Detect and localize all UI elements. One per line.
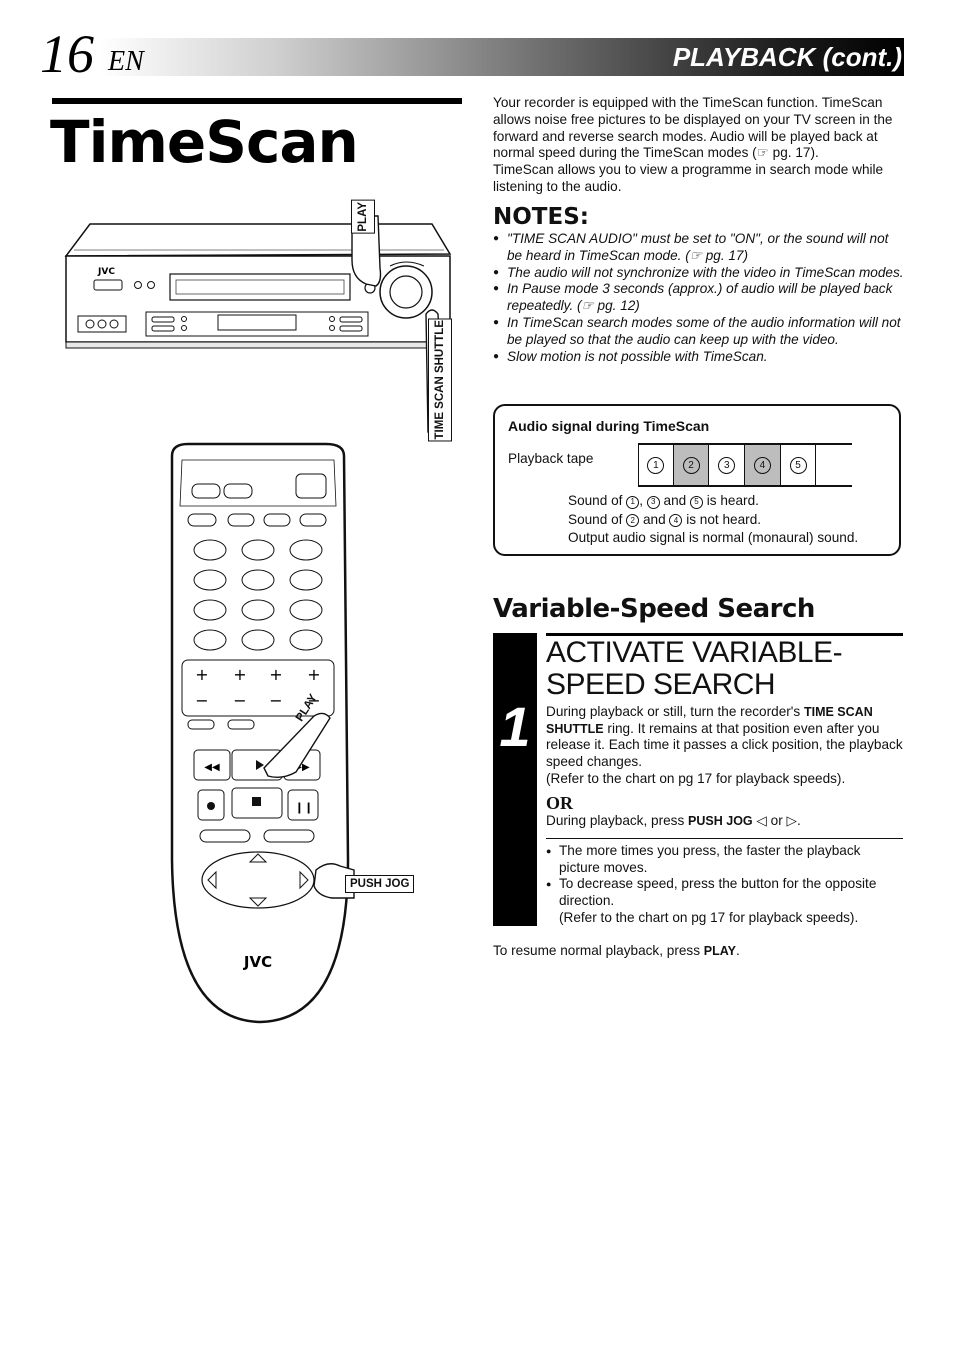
remote-illustration: + + + + − − − − ❙❙ ◀◀ ▶▶ JVC — [170, 442, 355, 1024]
rewind-button — [193, 749, 231, 781]
play-tag: PLAY — [351, 200, 375, 234]
tape-segment: 5 — [781, 445, 817, 485]
section-heading: Variable-Speed Search — [493, 594, 815, 624]
step-rule — [546, 633, 903, 636]
svg-text:+: + — [195, 665, 208, 684]
section-label: PLAYBACK (cont.) — [672, 42, 902, 72]
audio-box-title: Audio signal during TimeScan — [508, 418, 710, 434]
note-item: In Pause mode 3 seconds (approx.) of aud… — [493, 281, 905, 315]
vcr-power-button — [93, 279, 123, 291]
time-scan-shuttle-tag: TIME SCAN SHUTTLE — [428, 318, 452, 442]
pause-button — [287, 789, 319, 821]
divider — [546, 838, 903, 839]
number-pad — [193, 539, 323, 651]
intro-text: pg. 17). — [768, 145, 819, 161]
svg-text:−: − — [195, 691, 208, 710]
svg-text:−: − — [233, 691, 246, 710]
hand-icon — [313, 863, 355, 899]
notes-list: "TIME SCAN AUDIO" must be set to "ON", o… — [493, 231, 905, 365]
tape-segment-muted: 2 — [673, 445, 710, 485]
step-number: 1 — [499, 695, 531, 758]
note-item: "TIME SCAN AUDIO" must be set to "ON", o… — [493, 231, 905, 265]
sound-explanation: Sound of 1, 3 and 5 is heard. Sound of 2… — [568, 492, 858, 548]
step-title: ACTIVATE VARIABLE-SPEED SEARCH — [546, 636, 843, 701]
intro-text: TimeScan allows you to view a programme … — [493, 162, 884, 194]
note-item: Slow motion is not possible with TimeSca… — [493, 349, 905, 366]
push-jog-tag: PUSH JOG — [345, 875, 415, 893]
svg-text:+: + — [269, 665, 282, 684]
resume-instruction: To resume normal playback, press PLAY. — [493, 943, 740, 958]
vcr-illustration: JVC — [64, 215, 452, 433]
audio-signal-box — [493, 404, 901, 556]
vcr-brand: JVC — [97, 267, 115, 277]
svg-text:+: + — [233, 665, 246, 684]
note-item: The audio will not synchronize with the … — [493, 265, 905, 282]
push-jog-button — [201, 851, 315, 909]
step-body: During playback or still, turn the recor… — [546, 704, 903, 786]
note-item: In TimeScan search modes some of the aud… — [493, 315, 905, 349]
alternative-instruction: During playback, press PUSH JOG ◁ or ▷. — [546, 813, 801, 828]
intro-paragraph: Your recorder is equipped with the TimeS… — [493, 95, 905, 196]
bullet-item: The more times you press, the faster the… — [546, 843, 904, 876]
playback-tape-label: Playback tape — [508, 451, 594, 466]
step-bullets: The more times you press, the faster the… — [546, 843, 904, 927]
svg-text:−: − — [269, 691, 282, 710]
notes-heading: NOTES: — [493, 204, 589, 230]
vcr-top — [64, 223, 452, 257]
tape-segment: 1 — [638, 445, 674, 485]
remote-body — [170, 442, 350, 1024]
svg-text:▶▶: ▶▶ — [294, 762, 310, 773]
page-language: EN — [108, 46, 144, 77]
playback-tape-diagram: 1 2 3 4 5 — [638, 443, 852, 487]
sound-heard-line: Sound of 1, 3 and 5 is heard. — [568, 493, 759, 509]
sound-not-heard-line: Sound of 2 and 4 is not heard. — [568, 511, 762, 528]
bullet-item: To decrease speed, press the button for … — [546, 876, 904, 926]
svg-text:+: + — [307, 665, 320, 684]
reference-icon: ☞ — [756, 145, 769, 161]
output-signal-line: Output audio signal is normal (monaural)… — [568, 530, 859, 545]
tape-segment-blank — [816, 445, 852, 485]
svg-text:−: − — [307, 691, 320, 710]
page-number: 16 — [40, 24, 94, 84]
or-heading: OR — [546, 793, 573, 813]
remote-power-button — [295, 473, 327, 499]
remote-brand: JVC — [243, 953, 272, 971]
header-band — [100, 38, 904, 76]
svg-text:❙❙: ❙❙ — [295, 801, 313, 814]
step-bar — [493, 633, 537, 926]
page-title: TimeScan — [50, 108, 359, 176]
hand-icon — [263, 712, 331, 779]
title-rule — [52, 98, 462, 104]
intro-text: Your recorder is equipped with the TimeS… — [493, 95, 893, 161]
vcr-display — [217, 314, 297, 331]
tape-segment: 3 — [709, 445, 746, 485]
svg-text:◀◀: ◀◀ — [204, 762, 220, 773]
tape-segment-muted: 4 — [745, 445, 781, 485]
